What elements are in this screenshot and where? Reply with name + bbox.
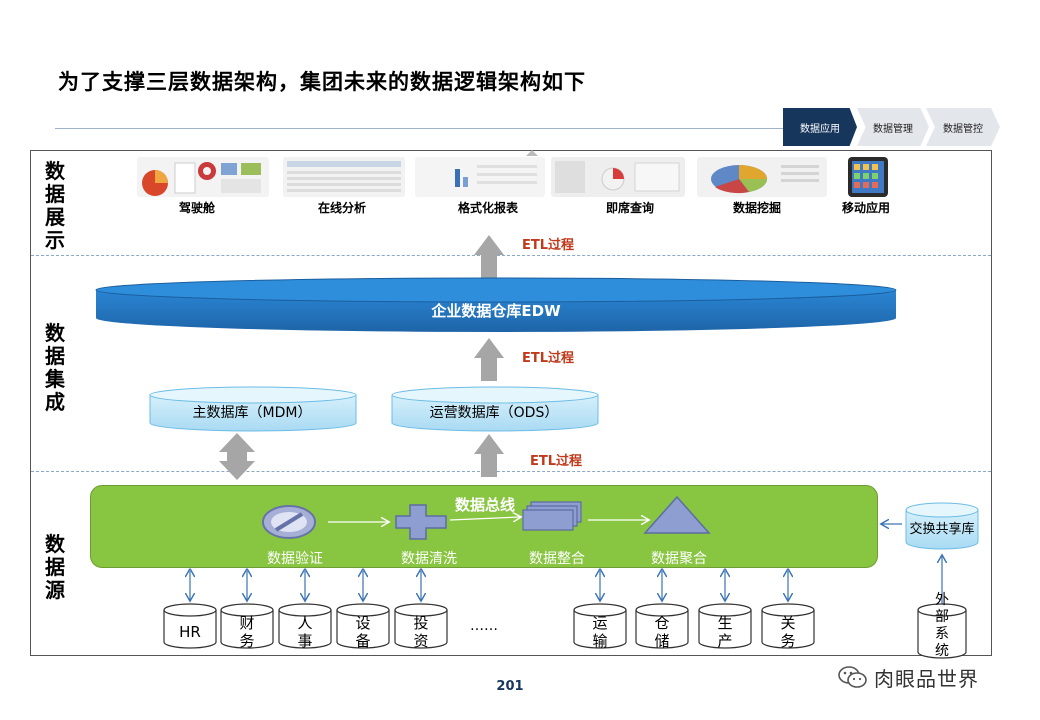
cockpit-thumbnail[interactable]: [137, 157, 269, 197]
display-label-report: 格式化报表: [457, 201, 518, 215]
mobile-app-thumbnail[interactable]: [846, 157, 890, 197]
source-label-storage: 仓储: [654, 614, 670, 650]
display-label-olap: 在线分析: [317, 201, 366, 215]
etl-label-ods: ETL过程: [530, 454, 583, 469]
source-label-hr: HR: [179, 623, 201, 641]
olap-thumbnail[interactable]: [283, 157, 405, 197]
watermark: 肉眼品世界: [838, 659, 979, 695]
report-thumbnail[interactable]: [415, 157, 545, 197]
adhoc-query-thumbnail[interactable]: [551, 157, 685, 197]
architecture-frame: [30, 150, 992, 656]
display-label-adhoc: 即席查询: [605, 201, 654, 215]
tab-data-application[interactable]: 数据应用: [783, 108, 857, 146]
data-bus-title: 数据总线: [454, 496, 515, 514]
display-label-cockpit: 驾驶舱: [178, 201, 215, 215]
layer-divider-top: [31, 255, 991, 256]
page-title: 为了支撑三层数据架构，集团未来的数据逻辑架构如下: [58, 70, 586, 94]
step-label-cleaning: 数据清洗: [401, 551, 457, 567]
source-label-finance: 财务: [239, 614, 255, 650]
title-divider: [55, 128, 783, 129]
display-label-mining: 数据挖掘: [732, 201, 781, 215]
step-label-aggregation: 数据聚合: [651, 551, 707, 567]
page-number: 201: [496, 679, 524, 694]
watermark-text: 肉眼品世界: [874, 666, 979, 691]
etl-label-edw: ETL过程: [522, 351, 575, 366]
layer-divider-bottom: [31, 471, 991, 472]
more-sources-ellipsis: ……: [470, 618, 498, 634]
wechat-icon: [838, 666, 867, 688]
step-label-validation: 数据验证: [267, 551, 323, 567]
source-label-transport: 运输: [592, 614, 608, 650]
mdm-label: 主数据库（MDM）: [192, 405, 312, 421]
source-label-equipment: 设备: [355, 614, 371, 650]
source-label-production: 生产: [717, 614, 733, 650]
layer-label-display: 数据展示: [45, 159, 65, 252]
data-bus: [90, 485, 878, 568]
step-label-integration: 数据整合: [529, 551, 585, 567]
layer-label-integration: 数据集成: [45, 321, 65, 414]
source-label-external: 外部系统: [935, 592, 949, 659]
ods-label: 运营数据库（ODS）: [429, 405, 559, 421]
tab-data-governance[interactable]: 数据管控: [926, 108, 1000, 146]
etl-label-display: ETL过程: [522, 238, 575, 253]
exchange-db-label: 交换共享库: [909, 522, 975, 537]
edw-label: 企业数据仓库EDW: [431, 302, 561, 320]
tab-data-management[interactable]: 数据管理: [857, 108, 929, 146]
source-label-customs: 关务: [780, 614, 796, 650]
layer-label-source: 数据源: [45, 532, 65, 602]
source-label-investment: 投资: [413, 614, 429, 650]
source-label-personnel: 人事: [297, 614, 313, 650]
data-mining-thumbnail[interactable]: [697, 157, 827, 197]
display-label-mobile: 移动应用: [841, 201, 890, 215]
